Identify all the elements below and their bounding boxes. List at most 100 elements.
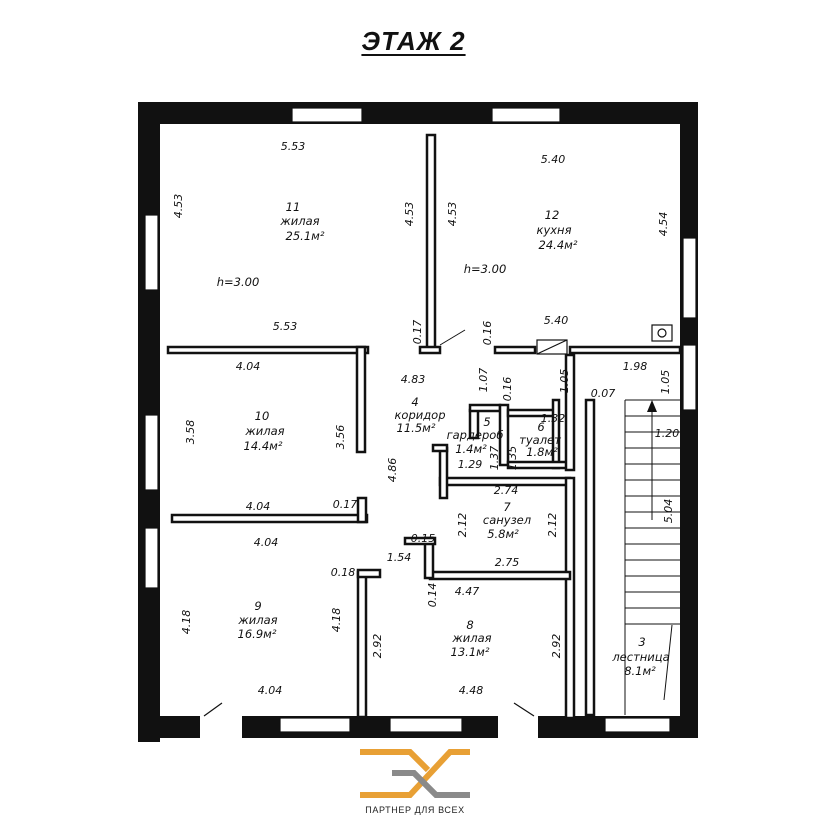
dimension-label: 4.53 (446, 202, 459, 227)
window (604, 717, 671, 733)
room-10-type: жилая (244, 424, 284, 438)
dimension-label: 1.20 (655, 427, 680, 440)
room-5-type: гардероб (447, 428, 504, 442)
room-11-height: h=3.00 (217, 275, 260, 289)
dimension-label: 4.47 (455, 585, 480, 598)
room-12-height: h=3.00 (464, 262, 507, 276)
window (144, 214, 159, 291)
room-9-type: жилая (237, 613, 277, 627)
dimension-label: 4.48 (459, 684, 484, 697)
room-7-area: 5.8м² (487, 527, 519, 541)
window (682, 237, 697, 319)
room-8-number: 8 (466, 618, 473, 632)
room-11-number: 11 (286, 200, 301, 214)
dimension-label: 4.04 (258, 684, 283, 697)
wall-10-bottom (170, 513, 369, 524)
dimension-label: 4.18 (330, 608, 343, 633)
dimension-label: 0.18 (331, 566, 356, 579)
window (144, 414, 159, 491)
dimension-label: 5.53 (281, 140, 306, 153)
dimension-label: 1.29 (458, 458, 483, 471)
windows (144, 107, 697, 733)
dimension-label: 2.12 (546, 513, 559, 538)
room-7-number: 7 (503, 500, 511, 514)
room-5-number: 5 (483, 415, 490, 429)
room-labels: 11 жилая 25.1м² h=3.00 12 кухня 24.4м² h… (217, 200, 670, 678)
wall-11-12 (425, 133, 437, 352)
dimension-label: 4.04 (246, 500, 271, 513)
dimension-label: 1.98 (623, 360, 648, 373)
room-9-number: 9 (254, 599, 261, 613)
room-3-number: 3 (638, 635, 645, 649)
dimension-label: 0.15 (411, 532, 436, 545)
room-9-area: 16.9м² (238, 627, 277, 641)
dimension-label: 0.17 (333, 498, 358, 511)
room-10-number: 10 (255, 409, 270, 423)
window (389, 717, 463, 733)
dimension-label: 4.04 (254, 536, 279, 549)
dimension-label: 1.05 (659, 370, 672, 395)
door-swings (203, 702, 535, 717)
room-4-number: 4 (411, 395, 418, 409)
wall-stub (418, 345, 442, 355)
dimension-label: 4.54 (657, 212, 670, 237)
partner-logo (360, 749, 470, 798)
dimension-label: 2.92 (371, 634, 384, 659)
dimension-label: 4.86 (386, 458, 399, 483)
brand-tagline: ПАРТНЕР ДЛЯ ВСЕХ (365, 805, 465, 815)
dimension-label: 4.53 (403, 202, 416, 227)
dimension-label: 3.58 (184, 420, 197, 445)
dimension-label: 2.74 (494, 484, 519, 497)
dimension-label: 1.54 (387, 551, 412, 564)
room-7-type: санузел (483, 513, 532, 527)
room-6-type: туалет (519, 433, 561, 447)
wall-10-top (166, 345, 370, 355)
wall-9-8 (356, 570, 368, 719)
page-title: ЭТАЖ 2 (361, 26, 466, 56)
dimension-label: 5.40 (541, 153, 566, 166)
room-11-area: 25.1м² (286, 229, 325, 243)
window (279, 717, 351, 733)
wall-7-bottom (428, 570, 572, 581)
kitchen-fixtures (536, 324, 673, 355)
dimension-label: 0.07 (591, 387, 616, 400)
dimension-label: 1.37 (488, 446, 501, 471)
dimension-label: 1.05 (558, 369, 571, 394)
interior-walls (166, 133, 682, 720)
staircase (624, 399, 680, 715)
dimension-label: 0.17 (411, 320, 424, 345)
dimension-label: 1.32 (541, 412, 566, 425)
dimension-label: 0.16 (481, 321, 494, 346)
room-4-area: 11.5м² (397, 421, 436, 435)
dimension-labels: 5.53 4.53 4.53 5.53 4.53 5.40 4.54 5.40 … (172, 140, 679, 697)
window (291, 107, 363, 123)
dimension-label: 2.92 (550, 634, 563, 659)
room-5-area: 1.4м² (455, 442, 487, 456)
dimension-label: 4.53 (172, 194, 185, 219)
window (144, 527, 159, 589)
dimension-label: 4.04 (236, 360, 261, 373)
dimension-label: 5.04 (662, 499, 675, 524)
dimension-label: 2.75 (495, 556, 520, 569)
door-gaps (200, 714, 538, 738)
room-3-type: лестница (611, 650, 669, 664)
window (491, 107, 561, 123)
room-3-area: 8.1м² (624, 664, 656, 678)
dimension-label: 5.53 (273, 320, 298, 333)
room-12-area: 24.4м² (539, 238, 578, 252)
room-12-number: 12 (545, 208, 560, 222)
room-10-area: 14.4м² (244, 439, 283, 453)
stair-wall-left (584, 398, 596, 717)
dimension-label: 0.16 (501, 377, 514, 402)
room-8-type: жилая (451, 631, 491, 645)
room-8-area: 13.1м² (451, 645, 490, 659)
dimension-label: 4.83 (401, 373, 426, 386)
dimension-label: 2.12 (456, 513, 469, 538)
room-11-type: жилая (279, 214, 319, 228)
room-6-number: 6 (537, 420, 544, 434)
dimension-label: 3.56 (334, 425, 347, 450)
room-4-type: коридор (394, 408, 445, 422)
dimension-label: 0.14 (426, 583, 439, 608)
dimension-label: 1.07 (477, 368, 490, 393)
